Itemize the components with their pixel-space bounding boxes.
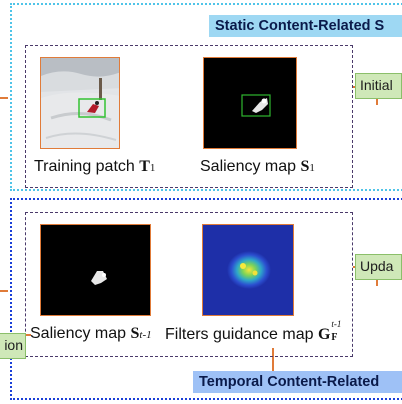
- training-patch-subscript: 1: [149, 162, 156, 174]
- guidance-map-symbol: G: [317, 326, 331, 343]
- connector-initial-down: [376, 99, 378, 105]
- temporal-module-title: Temporal Content-Related: [193, 371, 402, 393]
- connector-update: [353, 266, 356, 268]
- saliency-map-prev-caption: Saliency map St-1: [30, 325, 152, 343]
- static-module-frame: [10, 3, 402, 191]
- connector-left-tag: [26, 334, 31, 336]
- guidance-map-superscript: t-1: [331, 319, 342, 329]
- connector-update-down: [376, 280, 378, 286]
- saliency-map-1-caption: Saliency map S1: [200, 158, 315, 176]
- training-patch-caption: Training patch T1: [34, 158, 155, 176]
- saliency-map-1-symbol: S: [300, 158, 310, 175]
- target-box: [78, 98, 106, 118]
- guidance-map-subscript: F: [331, 332, 338, 343]
- saliency-map-prev-symbol: S: [130, 325, 140, 342]
- initial-tag: Initial: [355, 73, 402, 99]
- guidance-map-image: [202, 224, 294, 316]
- saliency-prev-blob-graphic: [91, 271, 107, 285]
- temporal-module-frame: [10, 198, 402, 400]
- connector-left-static: [0, 97, 8, 99]
- heatmap-graphic: [203, 225, 293, 315]
- connector-left-temporal: [0, 290, 8, 292]
- training-patch-label: Training patch: [34, 158, 135, 175]
- guidance-map-label: Filters guidance map: [165, 326, 314, 343]
- saliency-map-1-image: [203, 57, 297, 149]
- saliency-map-1-subscript: 1: [309, 162, 315, 174]
- saliency-map-1-label: Saliency map: [200, 158, 297, 175]
- saliency-map-prev-image: [40, 224, 151, 316]
- connector-guidance-down: [272, 348, 274, 382]
- saliency-blob-graphic: [241, 94, 271, 117]
- static-module-title: Static Content-Related S: [209, 15, 402, 37]
- static-content-box: [25, 45, 353, 188]
- temporal-content-box: [25, 212, 353, 357]
- saliency-map-prev-subscript: t-1: [139, 329, 152, 341]
- update-tag: Upda: [355, 254, 402, 280]
- connector-initial: [353, 86, 356, 88]
- training-patch-image: [40, 57, 120, 149]
- saliency-map-prev-label: Saliency map: [30, 325, 127, 342]
- training-patch-symbol: T: [139, 158, 150, 175]
- snow-scene-graphic: [41, 58, 119, 148]
- left-tag: ion: [0, 333, 26, 359]
